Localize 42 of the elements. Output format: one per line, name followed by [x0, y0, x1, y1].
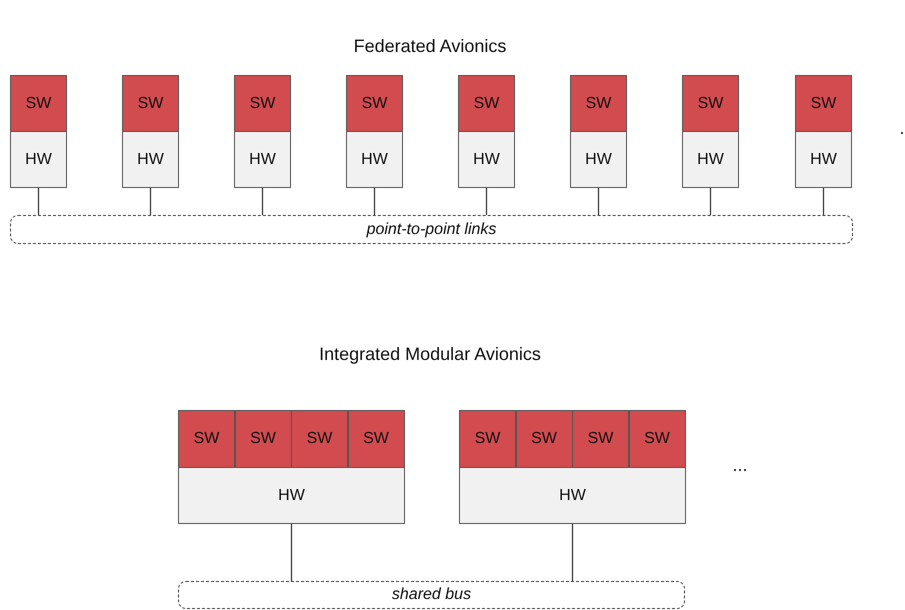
ellipsis-mark: ... — [732, 455, 748, 476]
software-block: SW — [516, 410, 572, 468]
connector-line — [290, 524, 292, 581]
hardware-block: HW — [178, 467, 405, 524]
software-block: SW — [346, 75, 403, 132]
software-block: SW — [458, 75, 515, 132]
software-block: SW — [348, 410, 404, 468]
hardware-block: HW — [122, 131, 179, 188]
connector-line — [598, 188, 600, 215]
section-heading: Federated Avionics — [354, 36, 506, 57]
software-block: SW — [234, 410, 292, 468]
software-block: SW — [795, 75, 852, 132]
hardware-block: HW — [795, 131, 852, 188]
connector-line — [262, 188, 264, 215]
software-block: SW — [291, 410, 348, 468]
hardware-block: HW — [458, 131, 515, 188]
hardware-block: HW — [570, 131, 627, 188]
connector-line — [710, 188, 712, 215]
hardware-block: HW — [682, 131, 739, 188]
connector-line — [822, 188, 824, 215]
connector-line — [572, 524, 574, 581]
connector-line — [38, 188, 40, 215]
bus-box: point-to-point links — [10, 215, 853, 244]
software-block: SW — [459, 410, 516, 468]
software-block: SW — [122, 75, 179, 132]
section-heading: Integrated Modular Avionics — [319, 344, 541, 365]
hardware-block: HW — [346, 131, 403, 188]
hardware-block: HW — [459, 467, 686, 524]
software-block: SW — [682, 75, 739, 132]
software-block: SW — [570, 75, 627, 132]
hardware-block: HW — [10, 131, 67, 188]
bus-box: shared bus — [178, 581, 685, 609]
connector-line — [374, 188, 376, 215]
software-block: SW — [572, 410, 629, 468]
ellipsis-mark: . — [900, 118, 904, 139]
software-block: SW — [234, 75, 291, 132]
software-block: SW — [628, 410, 686, 468]
connector-line — [486, 188, 488, 215]
software-block: SW — [178, 410, 235, 468]
connector-line — [150, 188, 152, 215]
software-block: SW — [10, 75, 67, 132]
hardware-block: HW — [234, 131, 291, 188]
